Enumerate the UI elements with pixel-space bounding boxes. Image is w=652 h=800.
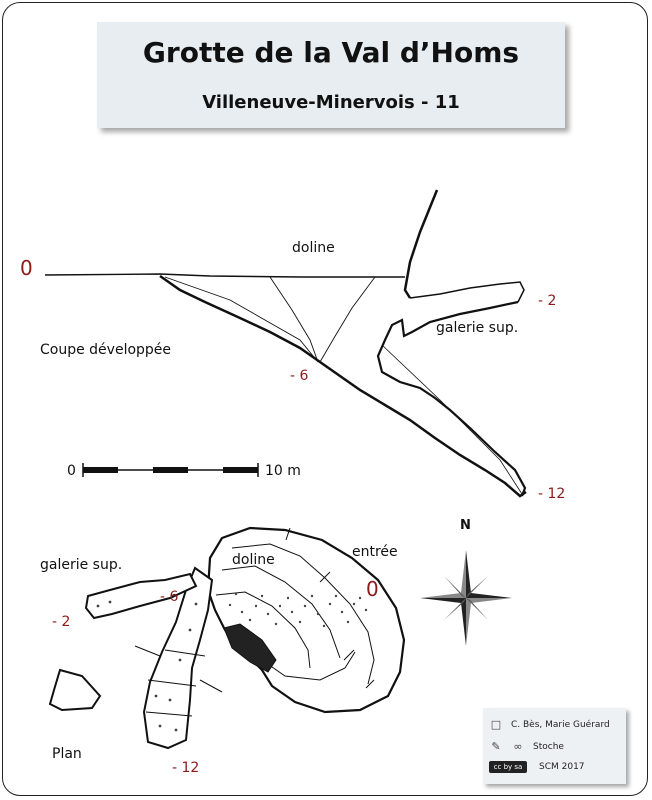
plan-depth-m2: - 2: [52, 614, 70, 630]
plan-rubble-block: [223, 623, 277, 673]
plan-depth-m6: - 6: [160, 589, 179, 605]
title-box: Grotte de la Val d’Homs Villeneuve-Miner…: [97, 22, 565, 128]
credits-tool-row: ✎ ∞ Stoche: [489, 740, 564, 754]
section-doline-line: [164, 276, 319, 363]
section-ground-line: [44, 273, 405, 278]
scale-start-label: 0: [67, 463, 76, 479]
plan-gallery: [142, 566, 214, 750]
credits-tool: Stoche: [533, 742, 564, 752]
pencil-icon: ✎: [491, 740, 501, 753]
cc-license-badge: cc by sa: [489, 761, 527, 773]
credits-box: □ C. Bès, Marie Guérard ✎ ∞ Stoche cc by…: [483, 708, 626, 784]
section-doline-line: [269, 276, 319, 363]
map-title: Grotte de la Val d’Homs: [142, 36, 520, 69]
plan-contour: [221, 565, 341, 659]
section-galerie-upper: [409, 281, 525, 303]
credits-org: SCM 2017: [539, 762, 585, 772]
credits-authors: C. Bès, Marie Guérard: [511, 720, 610, 730]
plan-label: Plan: [52, 746, 82, 762]
section-galerie-lower: [376, 300, 527, 497]
section-depth-m6: - 6: [290, 368, 309, 384]
compass-rose-icon: [420, 550, 512, 646]
plan-view: [48, 526, 406, 750]
plan-stipple: [96, 592, 368, 732]
section-doline-line: [319, 276, 376, 363]
credits-license-row: cc by sa SCM 2017: [489, 761, 585, 773]
section-coupe-label: Coupe développée: [40, 342, 171, 358]
plan-contour: [215, 591, 311, 669]
section-doline-label: doline: [292, 240, 335, 256]
compass-north-label: N: [460, 518, 471, 533]
plan-contour: [261, 651, 356, 681]
scale-bar: [82, 463, 259, 477]
section-floor-line: [159, 274, 527, 498]
map-subtitle: Villeneuve-Minervois - 11: [202, 92, 460, 113]
section-depth-m2: - 2: [538, 293, 556, 309]
section-depth-0: 0: [20, 256, 33, 280]
plan-entree-label: entrée: [352, 544, 398, 560]
section-depth-m12: - 12: [538, 486, 565, 502]
section-galerie-label: galerie sup.: [436, 320, 518, 336]
link-icon: ∞: [513, 740, 523, 753]
credits-authors-row: □ C. Bès, Marie Guérard: [489, 718, 610, 732]
scale-end-label: 10 m: [265, 463, 301, 479]
plan-depth-0: 0: [366, 577, 379, 601]
plan-chamber: [48, 668, 102, 712]
plan-contour: [231, 543, 375, 685]
document-icon: □: [490, 718, 502, 731]
section-cliff-line: [403, 189, 439, 299]
section-view: [44, 189, 527, 498]
plan-depth-m12: - 12: [172, 760, 199, 776]
plan-doline-label: doline: [232, 552, 275, 568]
section-survey-line: [381, 344, 523, 495]
plan-galerie-label: galerie sup.: [40, 557, 122, 573]
plan-galerie-passage: [84, 572, 198, 620]
